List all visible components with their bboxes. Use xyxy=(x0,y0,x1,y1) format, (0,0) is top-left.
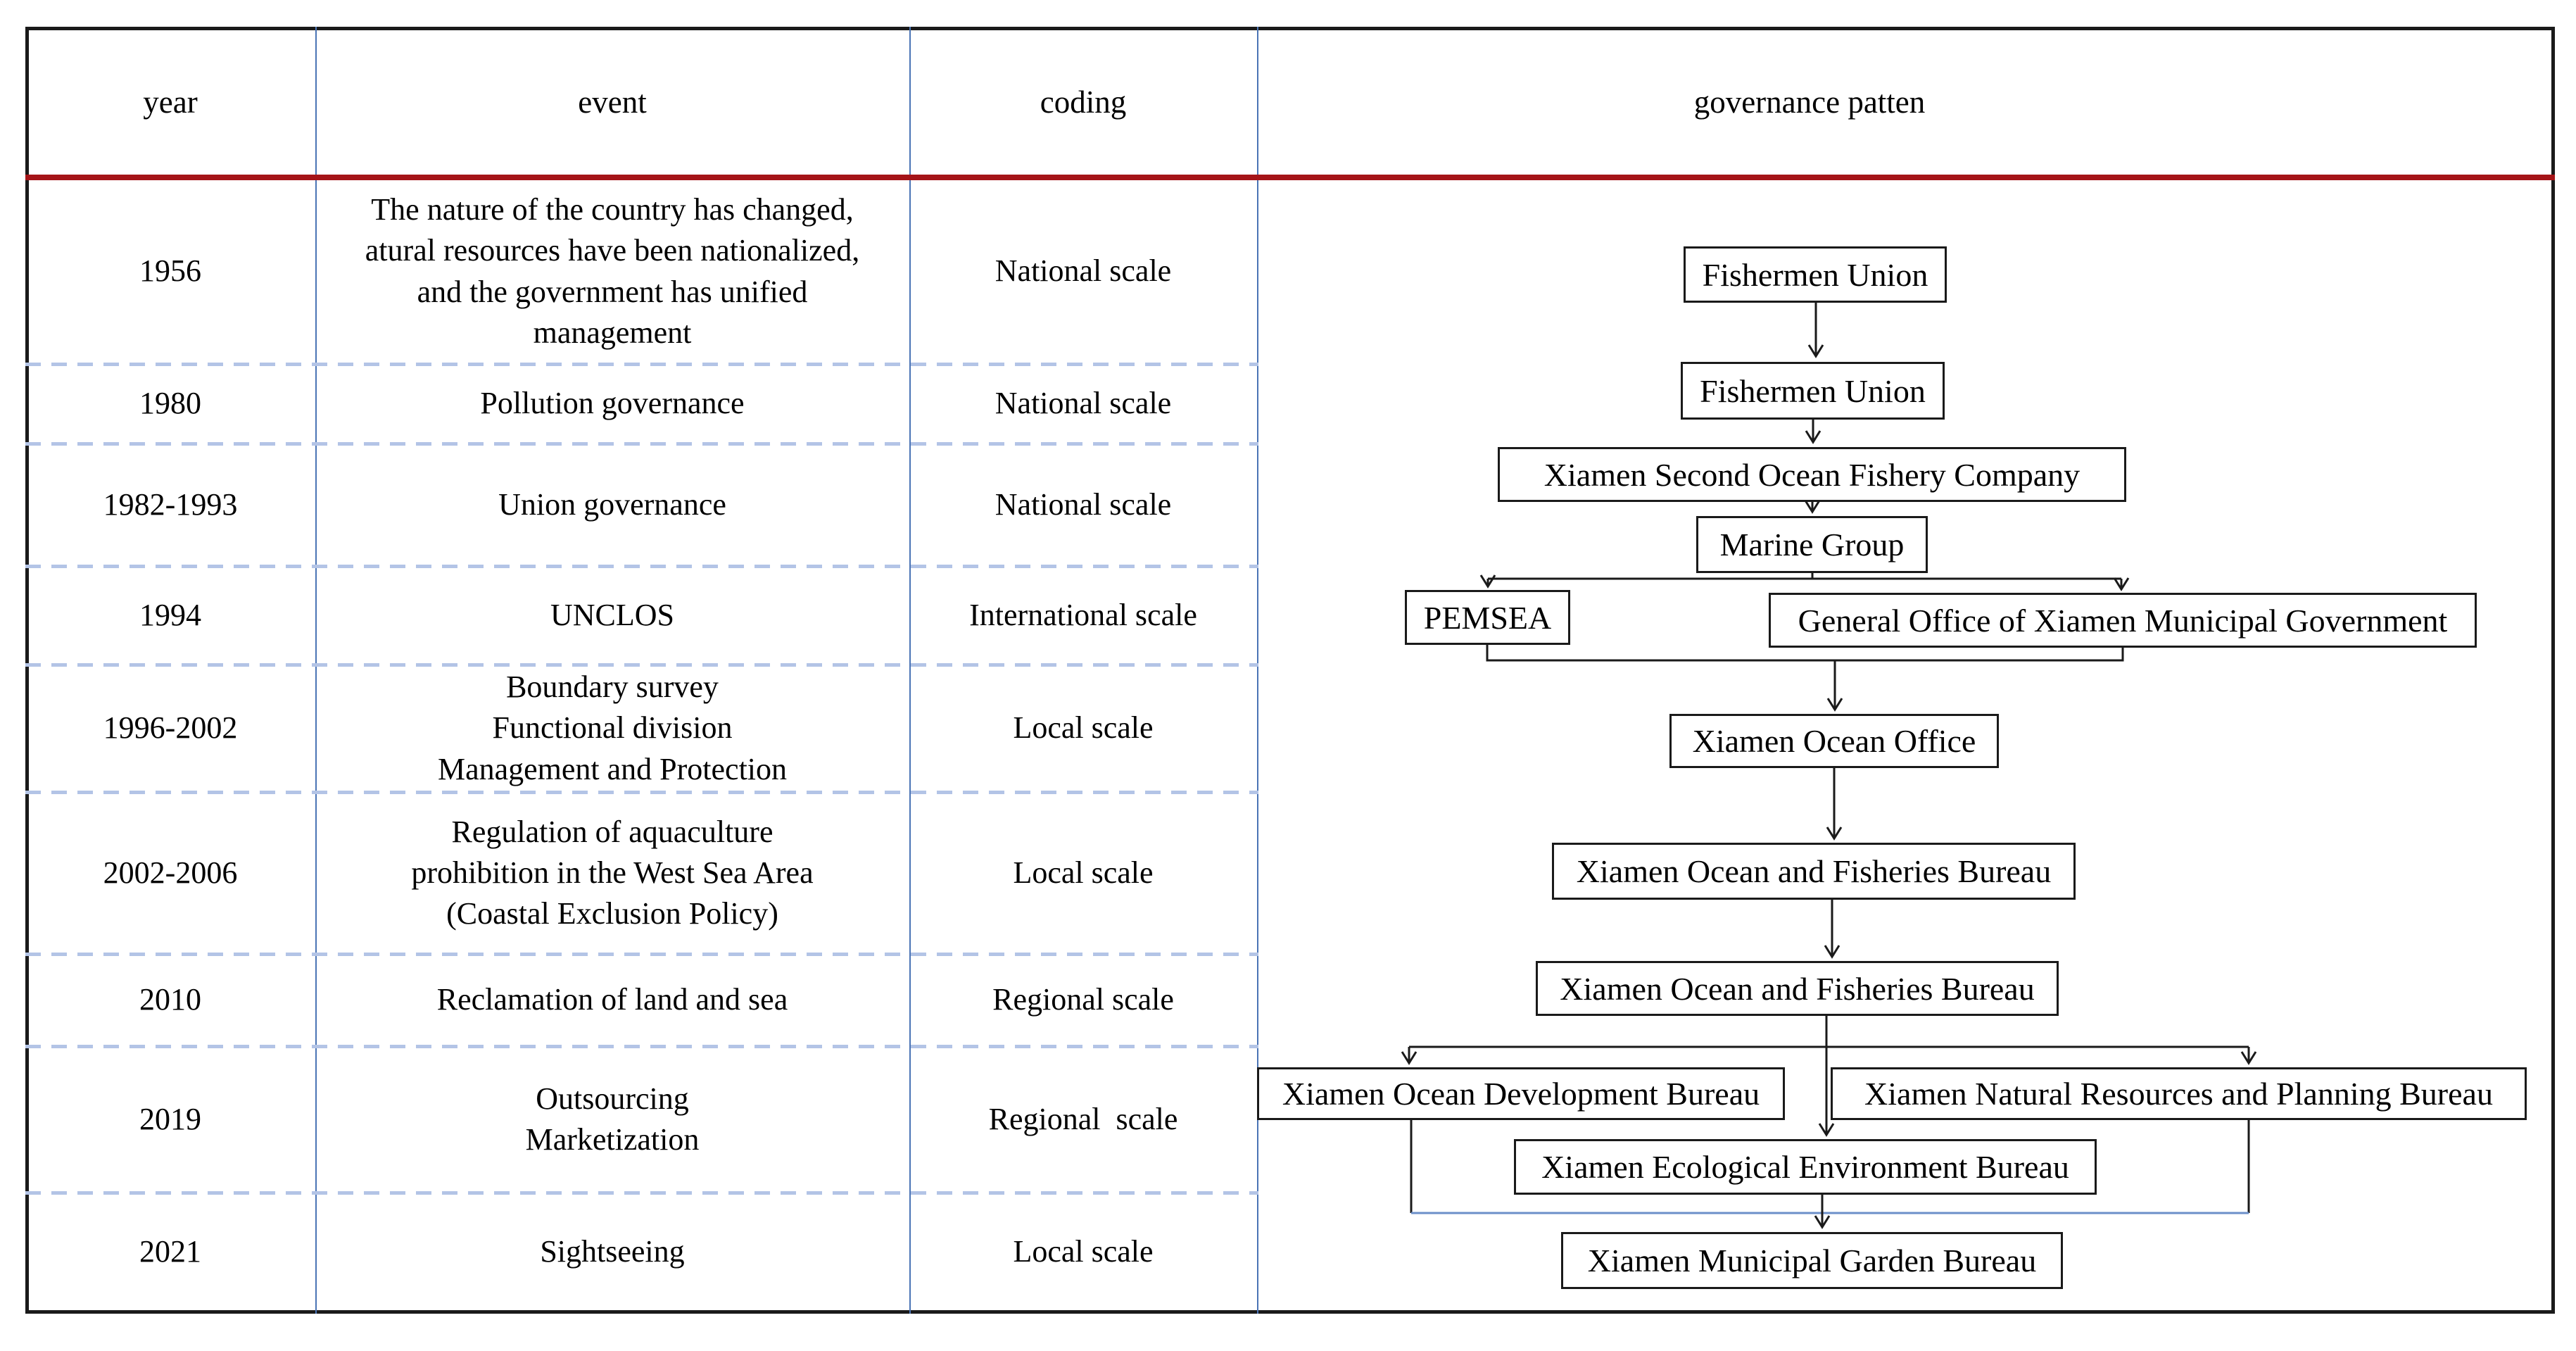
row-2002-2006-event: Regulation of aquaculture prohibition in… xyxy=(411,814,814,931)
row-1980-event: Pollution governance xyxy=(480,386,745,421)
row-2021-coding: Local scale xyxy=(1013,1233,1154,1269)
row-1956-year: 1956 xyxy=(139,253,201,289)
row-1996-2002-event: Boundary survey Functional division Mana… xyxy=(437,670,788,786)
row-2021-event: Sightseeing xyxy=(540,1233,685,1269)
row-divider-dashed xyxy=(25,442,1258,446)
row-1982-1993-coding: National scale xyxy=(995,486,1172,522)
header-event: event xyxy=(578,84,647,120)
flow-box-xiamen-ocean-office: Xiamen Ocean Office xyxy=(1669,714,1999,768)
row-2019-coding: Regional scale xyxy=(988,1101,1178,1136)
row-1956-coding: National scale xyxy=(995,253,1172,289)
header-year: year xyxy=(143,84,198,120)
row-1980-coding: National scale xyxy=(995,386,1172,421)
header-governance: governance patten xyxy=(1693,84,1926,120)
row-divider-dashed xyxy=(25,565,1258,568)
table-outer-border xyxy=(25,27,2555,1314)
row-1994-coding: International scale xyxy=(969,597,1197,632)
row-divider-dashed xyxy=(25,791,1258,794)
row-divider-dashed xyxy=(25,1191,1258,1195)
row-1996-2002-coding: Local scale xyxy=(1013,710,1154,746)
flow-box-fishermen-union-1980: Fishermen Union xyxy=(1681,362,1945,420)
row-2019-year: 2019 xyxy=(139,1101,201,1136)
flow-box-fishermen-union-1956: Fishermen Union xyxy=(1684,246,1947,303)
row-2002-2006-year: 2002-2006 xyxy=(103,855,238,890)
column-divider-coding-governance xyxy=(1257,27,1258,1314)
row-2021-year: 2021 xyxy=(139,1233,201,1269)
row-1980-year: 1980 xyxy=(139,386,201,421)
flow-box-pemsea: PEMSEA xyxy=(1405,590,1570,645)
header-coding: coding xyxy=(1040,84,1127,120)
row-2010-year: 2010 xyxy=(139,982,201,1017)
column-divider-event-coding xyxy=(909,27,911,1314)
row-divider-dashed xyxy=(25,663,1258,667)
flow-box-ecological-environment-bureau: Xiamen Ecological Environment Bureau xyxy=(1514,1139,2097,1195)
row-1956-event: The nature of the country has changed, a… xyxy=(365,192,860,350)
row-1982-1993-event: Union governance xyxy=(498,486,726,522)
flow-box-general-office-municipal-government: General Office of Xiamen Municipal Gover… xyxy=(1769,593,2477,648)
row-1994-event: UNCLOS xyxy=(550,597,675,632)
row-1996-2002-year: 1996-2002 xyxy=(103,710,238,746)
flow-box-ocean-fisheries-bureau-2: Xiamen Ocean and Fisheries Bureau xyxy=(1536,961,2059,1016)
row-1982-1993-year: 1982-1993 xyxy=(103,486,238,522)
flow-box-second-ocean-fishery-company: Xiamen Second Ocean Fishery Company xyxy=(1498,447,2126,502)
row-2010-event: Reclamation of land and sea xyxy=(436,982,788,1017)
row-2002-2006-coding: Local scale xyxy=(1013,855,1154,890)
flow-box-marine-group: Marine Group xyxy=(1696,516,1928,573)
row-2019-event: Outsourcing Marketization xyxy=(525,1081,700,1157)
flow-box-natural-resources-planning-bureau: Xiamen Natural Resources and Planning Bu… xyxy=(1831,1067,2527,1120)
row-divider-dashed xyxy=(25,363,1258,366)
flow-box-ocean-development-bureau: Xiamen Ocean Development Bureau xyxy=(1257,1067,1785,1120)
column-divider-year-event xyxy=(315,27,317,1314)
row-1994-year: 1994 xyxy=(139,597,201,632)
row-2010-coding: Regional scale xyxy=(992,982,1174,1017)
flow-box-ocean-fisheries-bureau-1: Xiamen Ocean and Fisheries Bureau xyxy=(1552,843,2076,900)
row-divider-dashed xyxy=(25,1045,1258,1048)
flow-box-municipal-garden-bureau: Xiamen Municipal Garden Bureau xyxy=(1561,1232,2063,1289)
row-divider-dashed xyxy=(25,953,1258,956)
header-separator-red-line xyxy=(25,175,2555,180)
